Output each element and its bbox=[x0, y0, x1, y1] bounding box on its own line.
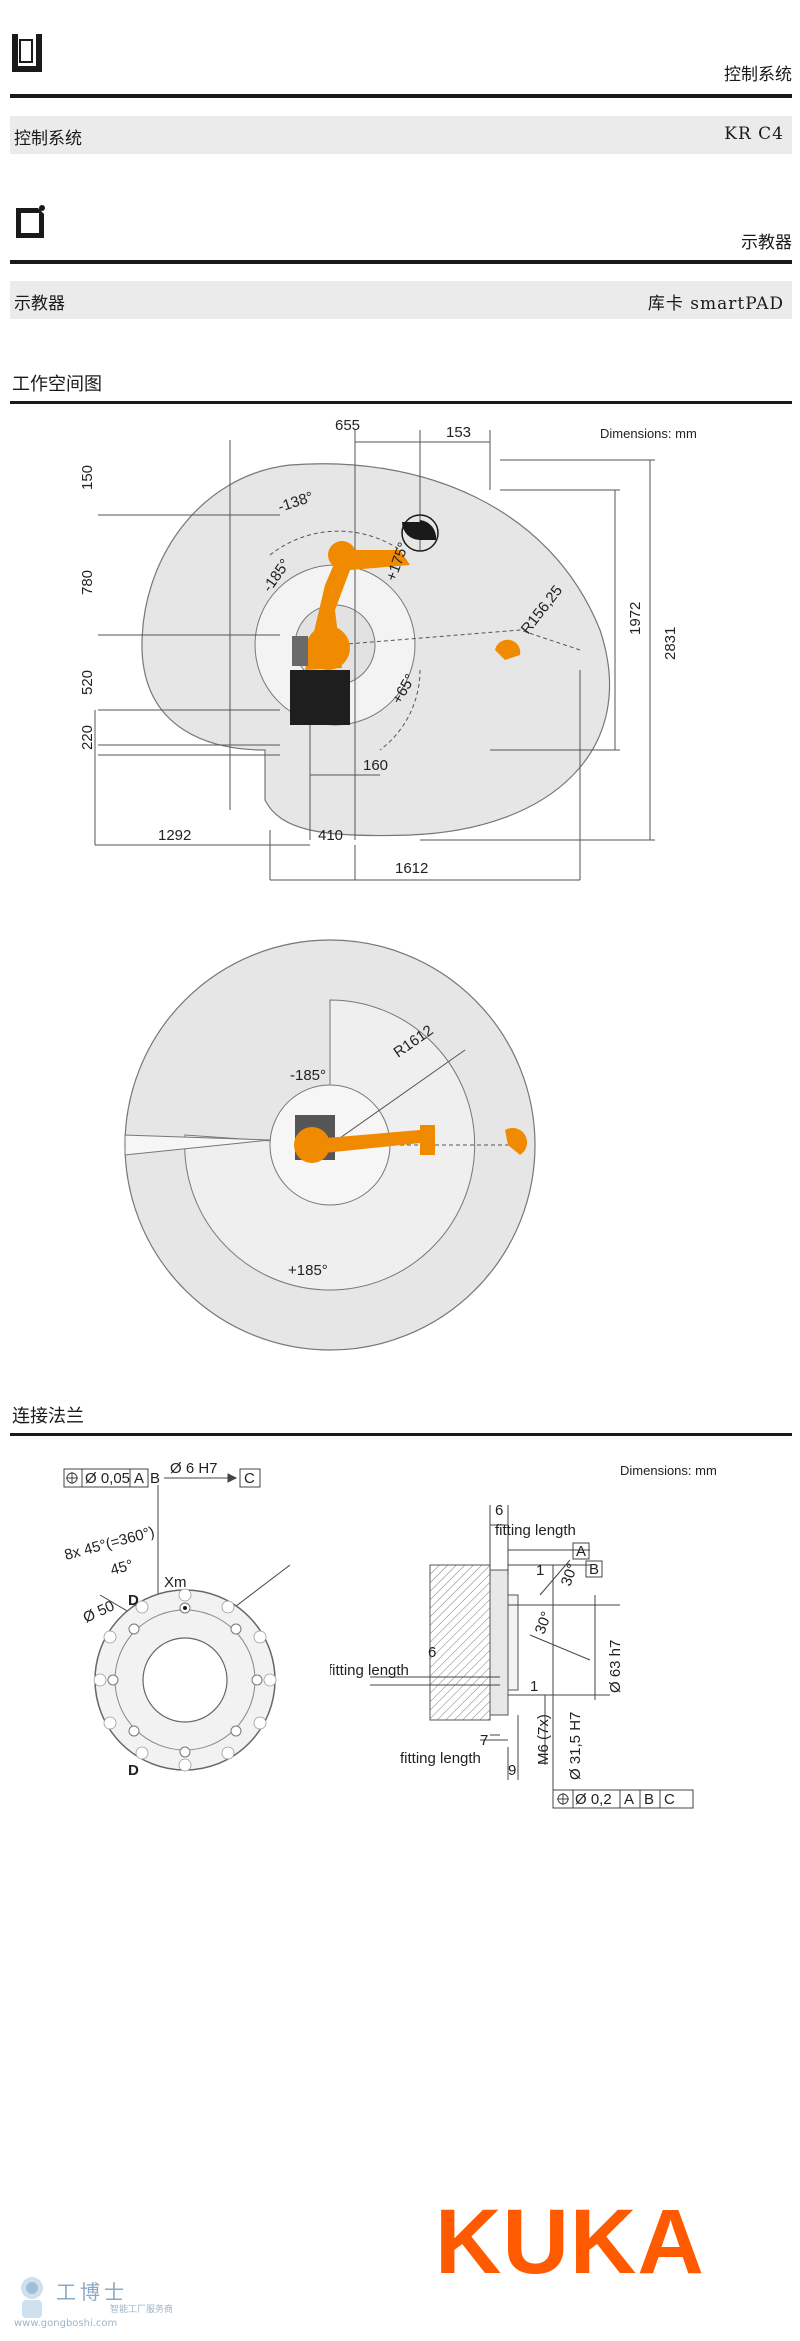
ws-dim-153: 153 bbox=[446, 424, 471, 441]
fl-hole: Ø 6 H7 bbox=[170, 1460, 218, 1477]
fl-tol-b: B bbox=[150, 1470, 160, 1487]
teach-pendant-label: 示教器 bbox=[14, 294, 65, 314]
ws-dim-780: 780 bbox=[80, 570, 96, 595]
fl-section-d-top: D bbox=[128, 1592, 139, 1609]
ws-robot-base bbox=[290, 670, 350, 725]
control-section-rule bbox=[10, 94, 792, 98]
fl-fit3: fitting length bbox=[400, 1750, 481, 1767]
teach-section-rule bbox=[10, 260, 792, 264]
control-cabinet-icon bbox=[10, 30, 46, 82]
control-system-row: 控制系统 KR C4 bbox=[10, 116, 792, 154]
wt-angle-m185: -185° bbox=[290, 1067, 326, 1084]
ws-dim-150: 150 bbox=[80, 465, 96, 490]
flange-rule bbox=[10, 1433, 792, 1436]
ws-units: Dimensions: mm bbox=[600, 426, 697, 441]
fl-s1b: 1 bbox=[530, 1678, 538, 1695]
fl-s9: 9 bbox=[508, 1762, 516, 1779]
fl-datum-c: C bbox=[244, 1470, 255, 1487]
ws-dim-1612: 1612 bbox=[395, 860, 428, 877]
ws-dim-655: 655 bbox=[335, 417, 360, 434]
fl-s6b: 6 bbox=[428, 1644, 436, 1661]
ws-dim-410: 410 bbox=[318, 827, 343, 844]
fl-m6: M6 (7x) bbox=[535, 1714, 552, 1765]
fl-section-body bbox=[429, 1564, 491, 1721]
watermark-cn: 工博士 bbox=[56, 2280, 128, 2304]
control-system-label: 控制系统 bbox=[14, 129, 82, 149]
fl-tol2-c: C bbox=[664, 1791, 675, 1808]
fl-tol2-a: A bbox=[624, 1791, 634, 1808]
fl-tol-a: A bbox=[134, 1470, 144, 1487]
fl-s1: 1 bbox=[536, 1562, 544, 1579]
fl-d50: Ø 50 bbox=[81, 1597, 118, 1626]
workspace-top-view: R1612 -185° +185° bbox=[124, 939, 536, 1351]
workspace-title: 工作空间图 bbox=[12, 374, 102, 395]
teach-section-title: 示教器 bbox=[741, 233, 792, 253]
fl-s30a: 30° bbox=[558, 1561, 582, 1588]
watermark-url: www.gongboshi.com bbox=[14, 2318, 118, 2329]
fl-tol2-b: B bbox=[644, 1791, 654, 1808]
wt-tool-tip bbox=[505, 1127, 528, 1155]
fl-s7: 7 bbox=[480, 1732, 488, 1749]
fl-angle-45: 45° bbox=[109, 1557, 135, 1579]
workspace-side-view: Dimensions: mm bbox=[80, 417, 697, 881]
ws-dim-1972: 1972 bbox=[627, 602, 644, 635]
kuka-logo: KUKA bbox=[435, 2191, 705, 2293]
fl-fit2: fitting length bbox=[330, 1662, 409, 1679]
ws-dim-220: 220 bbox=[80, 725, 96, 750]
ws-dim-520: 520 bbox=[80, 670, 96, 695]
ws-tool-tip bbox=[495, 639, 521, 660]
fl-units: Dimensions: mm bbox=[620, 1463, 717, 1478]
flange-section-view: Dimensions: mm 6 bbox=[330, 1463, 717, 1809]
fl-sA: A bbox=[576, 1543, 586, 1560]
workspace-rule bbox=[10, 401, 792, 404]
fl-fit1: fitting length bbox=[495, 1522, 576, 1539]
wt-angle-p185: +185° bbox=[288, 1262, 328, 1279]
flange-front-view: Ø 0,05 A B Ø 6 H7 C 8x 45°(=360°) 45° Xm… bbox=[63, 1460, 291, 1779]
teach-pendant-row: 示教器 库卡 smartPAD bbox=[10, 281, 792, 319]
fl-s6: 6 bbox=[495, 1502, 503, 1519]
ws-dim-2831: 2831 bbox=[662, 627, 679, 660]
watermark-logo: 工博士 智能工厂服务商 www.gongboshi.com bbox=[10, 2272, 230, 2332]
wt-robot-arm bbox=[302, 1130, 430, 1155]
fl-section-d-bottom: D bbox=[128, 1762, 139, 1779]
fl-tol2: Ø 0,2 bbox=[575, 1791, 612, 1808]
fl-s30b: 30° bbox=[532, 1609, 556, 1636]
fl-tol1: Ø 0,05 bbox=[85, 1470, 130, 1487]
teach-pendant-icon bbox=[10, 202, 50, 248]
fl-sB: B bbox=[589, 1561, 599, 1578]
fl-xm: Xm bbox=[164, 1574, 187, 1591]
control-system-value: KR C4 bbox=[724, 124, 784, 144]
teach-pendant-value: 库卡 smartPAD bbox=[647, 294, 784, 314]
flange-title: 连接法兰 bbox=[12, 1406, 84, 1427]
fl-d315: Ø 31,5 H7 bbox=[567, 1712, 584, 1780]
fl-angle-8x45: 8x 45°(=360°) bbox=[63, 1524, 157, 1564]
ws-dim-1292: 1292 bbox=[158, 827, 191, 844]
watermark-sub: 智能工厂服务商 bbox=[110, 2305, 174, 2315]
control-section-title: 控制系统 bbox=[724, 65, 792, 85]
fl-d63: Ø 63 h7 bbox=[607, 1640, 624, 1693]
ws-dim-160: 160 bbox=[363, 757, 388, 774]
